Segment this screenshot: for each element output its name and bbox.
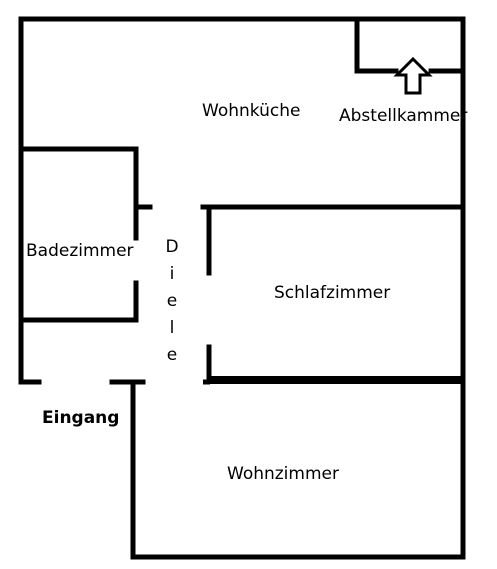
diele-letter: l (169, 318, 175, 338)
walls (18, 16, 466, 560)
room-label-schlafzimmer: Schlafzimmer (274, 283, 391, 303)
room-label-abstellkammer: Abstellkammer (339, 106, 468, 126)
diele-letter: e (166, 291, 178, 311)
up-arrow-icon (393, 56, 433, 95)
room-label-badezimmer: Badezimmer (26, 241, 134, 261)
diele-letter: e (166, 345, 178, 365)
diele-letter: D (165, 237, 179, 257)
room-label-eingang: Eingang (42, 408, 120, 428)
diele-letter: i (169, 264, 175, 284)
room-label-wohnzimmer: Wohnzimmer (227, 464, 339, 484)
room-label-diele: D i e l e (165, 234, 179, 369)
room-label-wohnkueche: Wohnküche (202, 101, 301, 121)
